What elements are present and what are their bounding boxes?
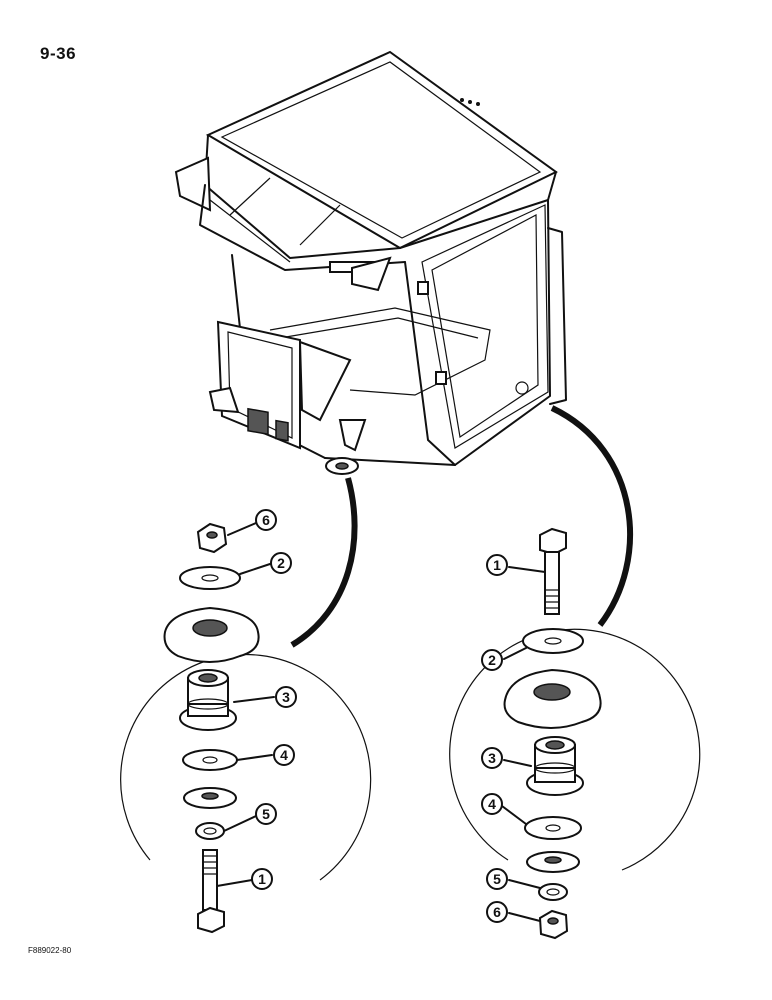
svg-text:3: 3 bbox=[282, 689, 290, 705]
callout-right-4: 4 bbox=[481, 793, 503, 815]
svg-text:1: 1 bbox=[258, 871, 266, 887]
callout-right-5: 5 bbox=[486, 868, 508, 890]
callout-left-2: 2 bbox=[270, 552, 292, 574]
bolt-right bbox=[544, 551, 560, 615]
lock-washer-left bbox=[195, 822, 225, 840]
callouts-right: 1 2 3 4 5 6 bbox=[481, 554, 508, 923]
svg-text:2: 2 bbox=[277, 555, 285, 571]
callout-right-2: 2 bbox=[481, 649, 503, 671]
svg-text:2: 2 bbox=[488, 652, 496, 668]
svg-text:5: 5 bbox=[262, 806, 270, 822]
washer-right-top bbox=[522, 628, 584, 654]
callouts-left: 6 2 3 4 5 1 bbox=[251, 509, 297, 890]
callout-left-1: 1 bbox=[251, 868, 273, 890]
svg-text:1: 1 bbox=[493, 557, 501, 573]
bolt-left bbox=[202, 849, 218, 911]
callout-left-6: 6 bbox=[255, 509, 277, 531]
figure-code: F889022-80 bbox=[28, 946, 72, 955]
callout-left-3: 3 bbox=[275, 686, 297, 708]
callout-left-4: 4 bbox=[273, 744, 295, 766]
callout-right-1: 1 bbox=[486, 554, 508, 576]
svg-text:6: 6 bbox=[493, 904, 501, 920]
callout-left-5: 5 bbox=[255, 803, 277, 825]
svg-text:4: 4 bbox=[280, 747, 288, 763]
washer-left-top bbox=[179, 566, 241, 590]
svg-text:5: 5 bbox=[493, 871, 501, 887]
page-number: 9-36 bbox=[40, 44, 77, 63]
callout-right-3: 3 bbox=[481, 747, 503, 769]
callout-leaders bbox=[216, 522, 546, 922]
svg-text:3: 3 bbox=[488, 750, 496, 766]
lock-washer-right bbox=[538, 883, 568, 901]
washer-right-mid bbox=[524, 816, 582, 840]
cab-assembly bbox=[174, 50, 567, 475]
left-mount-detail bbox=[120, 522, 372, 934]
right-mount-detail bbox=[449, 527, 701, 940]
callout-right-6: 6 bbox=[486, 901, 508, 923]
left-connector-arc bbox=[290, 477, 358, 648]
washer-left-mid bbox=[182, 749, 238, 771]
bolt-head-right bbox=[539, 527, 567, 556]
svg-text:6: 6 bbox=[262, 512, 270, 528]
right-connector-arc bbox=[550, 405, 634, 627]
svg-text:4: 4 bbox=[488, 796, 496, 812]
